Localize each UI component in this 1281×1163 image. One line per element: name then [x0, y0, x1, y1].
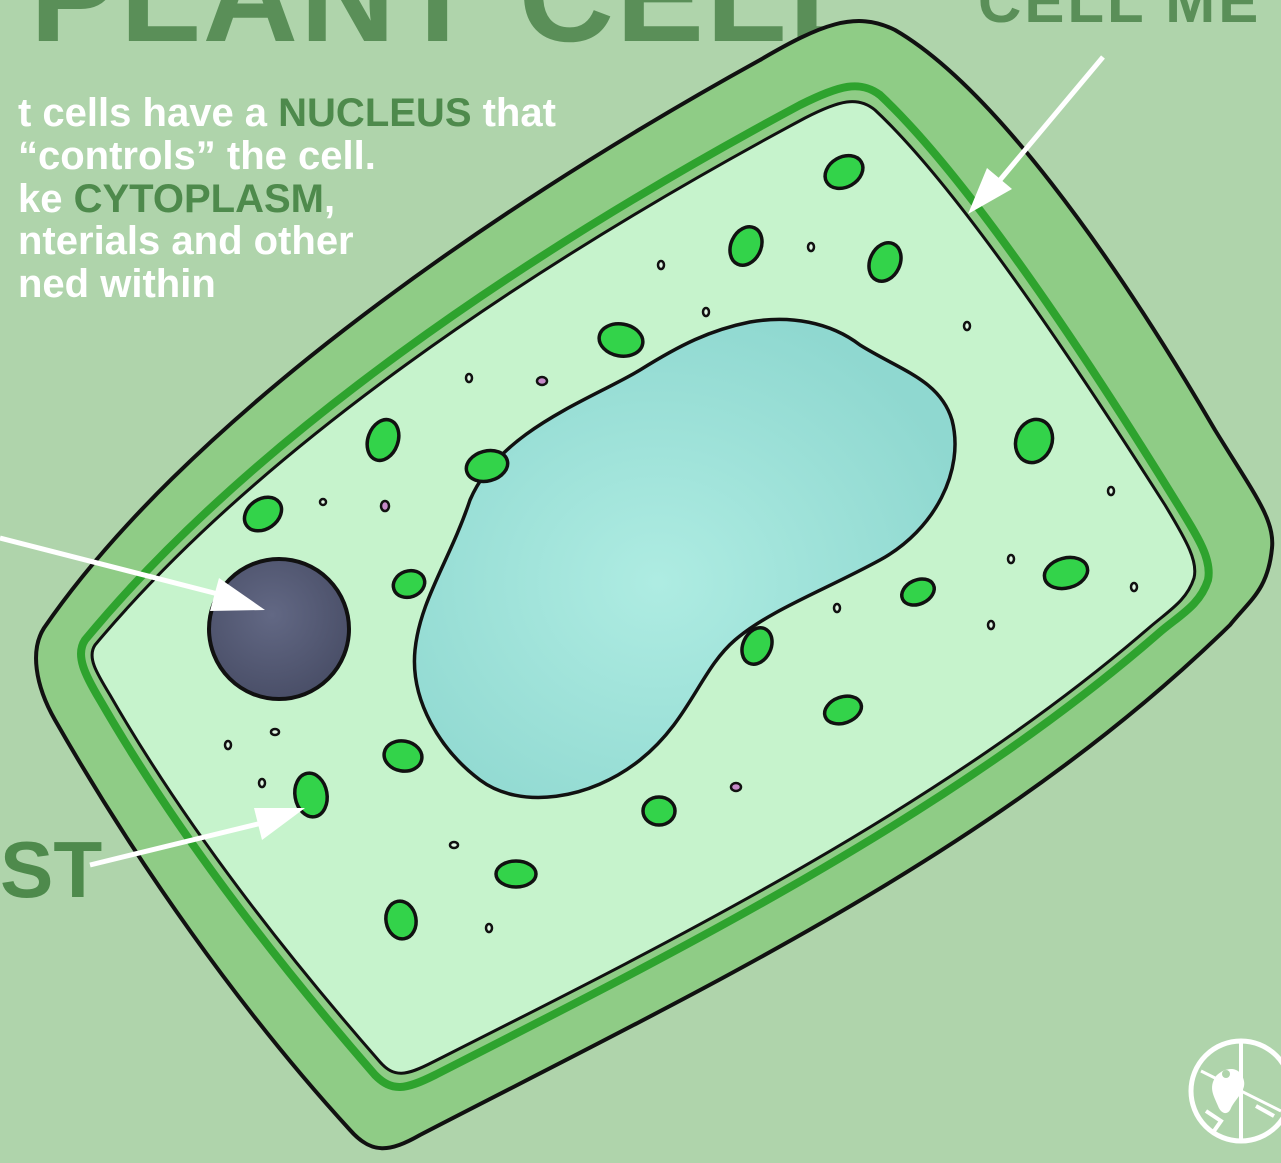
nucleus: [209, 559, 349, 699]
ribosome: [1131, 583, 1137, 591]
ribosome: [1008, 555, 1014, 563]
ribosome: [271, 729, 279, 735]
vesicle: [731, 783, 741, 791]
vesicle: [381, 501, 389, 511]
ribosome: [834, 604, 840, 612]
chloroplast-icon: [496, 861, 536, 887]
ribosome: [466, 374, 472, 382]
frog-logo-icon: [1186, 1036, 1281, 1146]
ribosome: [450, 842, 458, 848]
ribosome: [486, 924, 492, 932]
ribosome: [808, 243, 814, 251]
ribosome: [225, 741, 231, 749]
chloroplast-icon: [643, 797, 675, 825]
vesicle: [537, 377, 547, 385]
arrow-icon: [1000, 57, 1103, 180]
ribosome: [259, 779, 265, 787]
ribosome: [320, 499, 326, 505]
ribosome: [703, 308, 709, 316]
ribosome: [964, 322, 970, 330]
ribosome: [988, 621, 994, 629]
ribosome: [1108, 487, 1114, 495]
ribosome: [658, 261, 664, 269]
